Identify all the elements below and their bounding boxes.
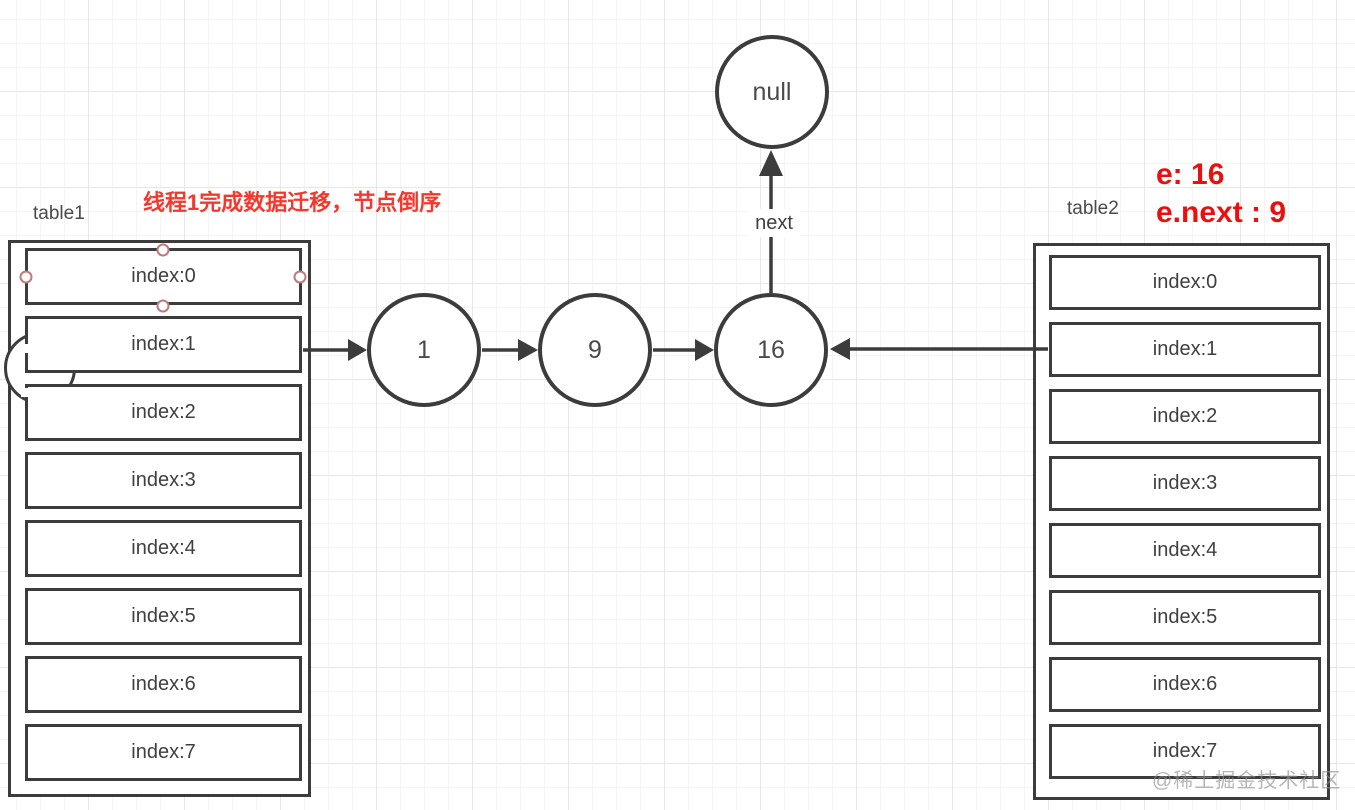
arrow-node1-to-node9 xyxy=(482,339,538,361)
table2-row-index7[interactable]: index:7 xyxy=(1049,724,1321,779)
selection-handle-bottom[interactable] xyxy=(156,299,170,313)
selection-handle-right[interactable] xyxy=(293,270,307,284)
table2-row-index3[interactable]: index:3 xyxy=(1049,456,1321,511)
border-gap xyxy=(21,344,33,353)
table1-row-index4[interactable]: index:4 xyxy=(25,520,302,577)
selection-handle-top[interactable] xyxy=(156,243,170,257)
e-value-text: e: 16 xyxy=(1156,158,1225,191)
table2-row-index2[interactable]: index:2 xyxy=(1049,389,1321,444)
arrow-table2-to-node16 xyxy=(830,338,1048,360)
table1-row-index5[interactable]: index:5 xyxy=(25,588,302,645)
table1-row-index6[interactable]: index:6 xyxy=(25,656,302,713)
e-next-value-text: e.next : 9 xyxy=(1156,196,1287,229)
table1-row-index2[interactable]: index:2 xyxy=(25,384,302,441)
table1[interactable]: index:0 index:1 index:2 index:3 index:4 … xyxy=(8,240,311,797)
table2-row-index4[interactable]: index:4 xyxy=(1049,523,1321,578)
table2-label: table2 xyxy=(1067,198,1119,219)
watermark: @稀土掘金技术社区 xyxy=(1152,770,1342,792)
table1-row-index1[interactable]: index:1 xyxy=(25,316,302,373)
variable-annotation: e: 16 e.next : 9 xyxy=(1156,156,1286,232)
next-edge-label: next xyxy=(748,209,800,237)
table2[interactable]: index:0 index:1 index:2 index:3 index:4 … xyxy=(1033,243,1330,800)
table2-row-index6[interactable]: index:6 xyxy=(1049,657,1321,712)
table2-row-index0[interactable]: index:0 xyxy=(1049,255,1321,310)
node-null[interactable]: null xyxy=(715,35,829,149)
node-1[interactable]: 1 xyxy=(367,293,481,407)
table2-row-index5[interactable]: index:5 xyxy=(1049,590,1321,645)
table2-row-index1[interactable]: index:1 xyxy=(1049,322,1321,377)
selection-handle-left[interactable] xyxy=(19,270,33,284)
node-16[interactable]: 16 xyxy=(714,293,828,407)
table1-row-index3[interactable]: index:3 xyxy=(25,452,302,509)
arrow-table1-to-node1 xyxy=(303,339,367,361)
migration-annotation: 线程1完成数据迁移，节点倒序 xyxy=(143,190,442,215)
node-9[interactable]: 9 xyxy=(538,293,652,407)
table1-row-index0[interactable]: index:0 xyxy=(25,248,302,305)
table1-label: table1 xyxy=(33,203,85,224)
arrow-node9-to-node16 xyxy=(653,339,714,361)
table1-row-index7[interactable]: index:7 xyxy=(25,724,302,781)
border-gap xyxy=(21,388,33,397)
